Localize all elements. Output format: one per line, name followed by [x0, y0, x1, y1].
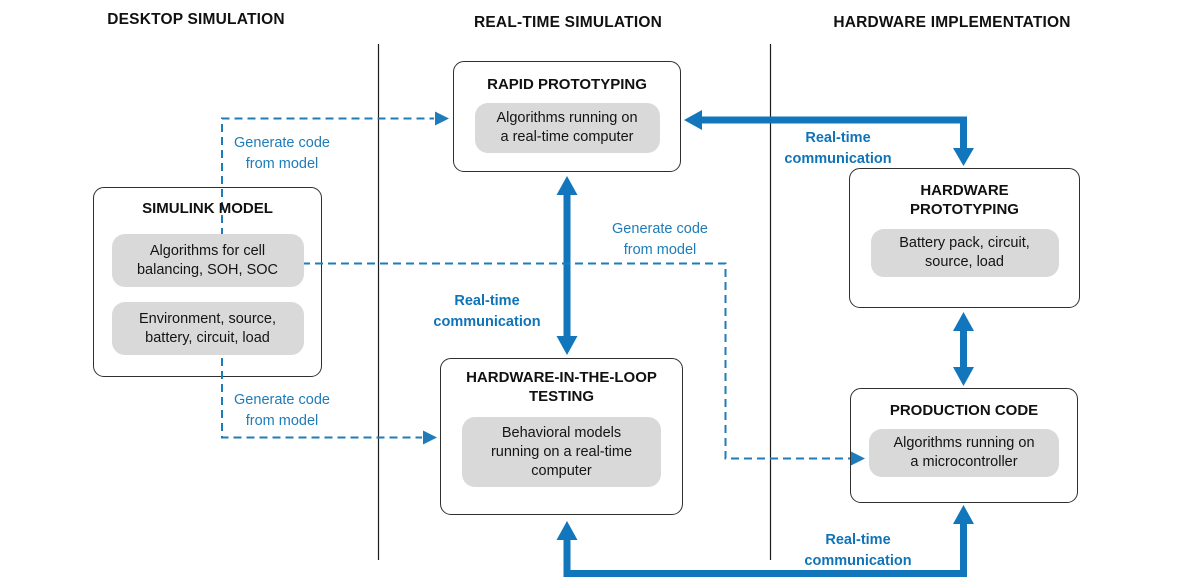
- node-hardware-in-the-loop-testing: HARDWARE-IN-THE-LOOP TESTING Behavioral …: [440, 358, 683, 515]
- node-title: HARDWARE PROTOTYPING: [910, 182, 1019, 219]
- edge-label-realtime-comm-top: Real-time communication: [784, 130, 892, 168]
- arrow-up-icon: [953, 312, 974, 331]
- arrow-left-icon: [684, 110, 702, 130]
- node-item: Battery pack, circuit, source, load: [870, 229, 1059, 278]
- node-hardware-prototyping: HARDWARE PROTOTYPING Battery pack, circu…: [849, 168, 1080, 308]
- arrow-up-icon: [953, 505, 974, 524]
- solid-arrow-hardware-prototyping-to-production-code: [953, 312, 974, 386]
- solid-arrow-rapid-to-hil: [556, 176, 578, 355]
- node-production-code: PRODUCTION CODE Algorithms running on a …: [850, 388, 1078, 503]
- column-header-real-time-simulation: REAL-TIME SIMULATION: [474, 14, 662, 31]
- node-title: SIMULINK MODEL: [142, 200, 273, 217]
- arrow-right-icon: [435, 111, 449, 126]
- node-item: Algorithms running on a real-time comput…: [474, 103, 660, 154]
- edge-label-generate-code-top: Generate code from model: [234, 135, 330, 173]
- edge-label-generate-code-bottom: Generate code from model: [234, 392, 330, 430]
- node-title: PRODUCTION CODE: [889, 402, 1039, 419]
- node-title: HARDWARE-IN-THE-LOOP TESTING: [466, 369, 657, 406]
- arrow-down-icon: [953, 367, 974, 386]
- edge-label-realtime-comm-middle: Real-time communication: [433, 293, 541, 331]
- node-rapid-prototyping: RAPID PROTOTYPING Algorithms running on …: [453, 61, 681, 172]
- node-item: Algorithms for cell balancing, SOH, SOC: [111, 234, 304, 288]
- edge-label-realtime-comm-bottom: Real-time communication: [804, 532, 912, 570]
- node-item: Behavioral models running on a real-time…: [462, 417, 661, 488]
- arrow-up-icon: [556, 521, 578, 540]
- column-header-hardware-implementation: HARDWARE IMPLEMENTATION: [833, 14, 1071, 31]
- arrow-up-icon: [556, 176, 578, 195]
- column-header-desktop-simulation: DESKTOP SIMULATION: [107, 11, 285, 28]
- arrow-down-icon: [556, 336, 578, 355]
- arrow-right-icon: [423, 430, 437, 445]
- arrow-down-icon: [953, 148, 974, 166]
- node-title: RAPID PROTOTYPING: [487, 76, 647, 93]
- node-item: Algorithms running on a microcontroller: [869, 429, 1059, 478]
- node-item: Environment, source, battery, circuit, l…: [111, 302, 304, 356]
- node-simulink-model: SIMULINK MODEL Algorithms for cell balan…: [93, 187, 322, 377]
- edge-label-generate-code-middle: Generate code from model: [612, 221, 708, 259]
